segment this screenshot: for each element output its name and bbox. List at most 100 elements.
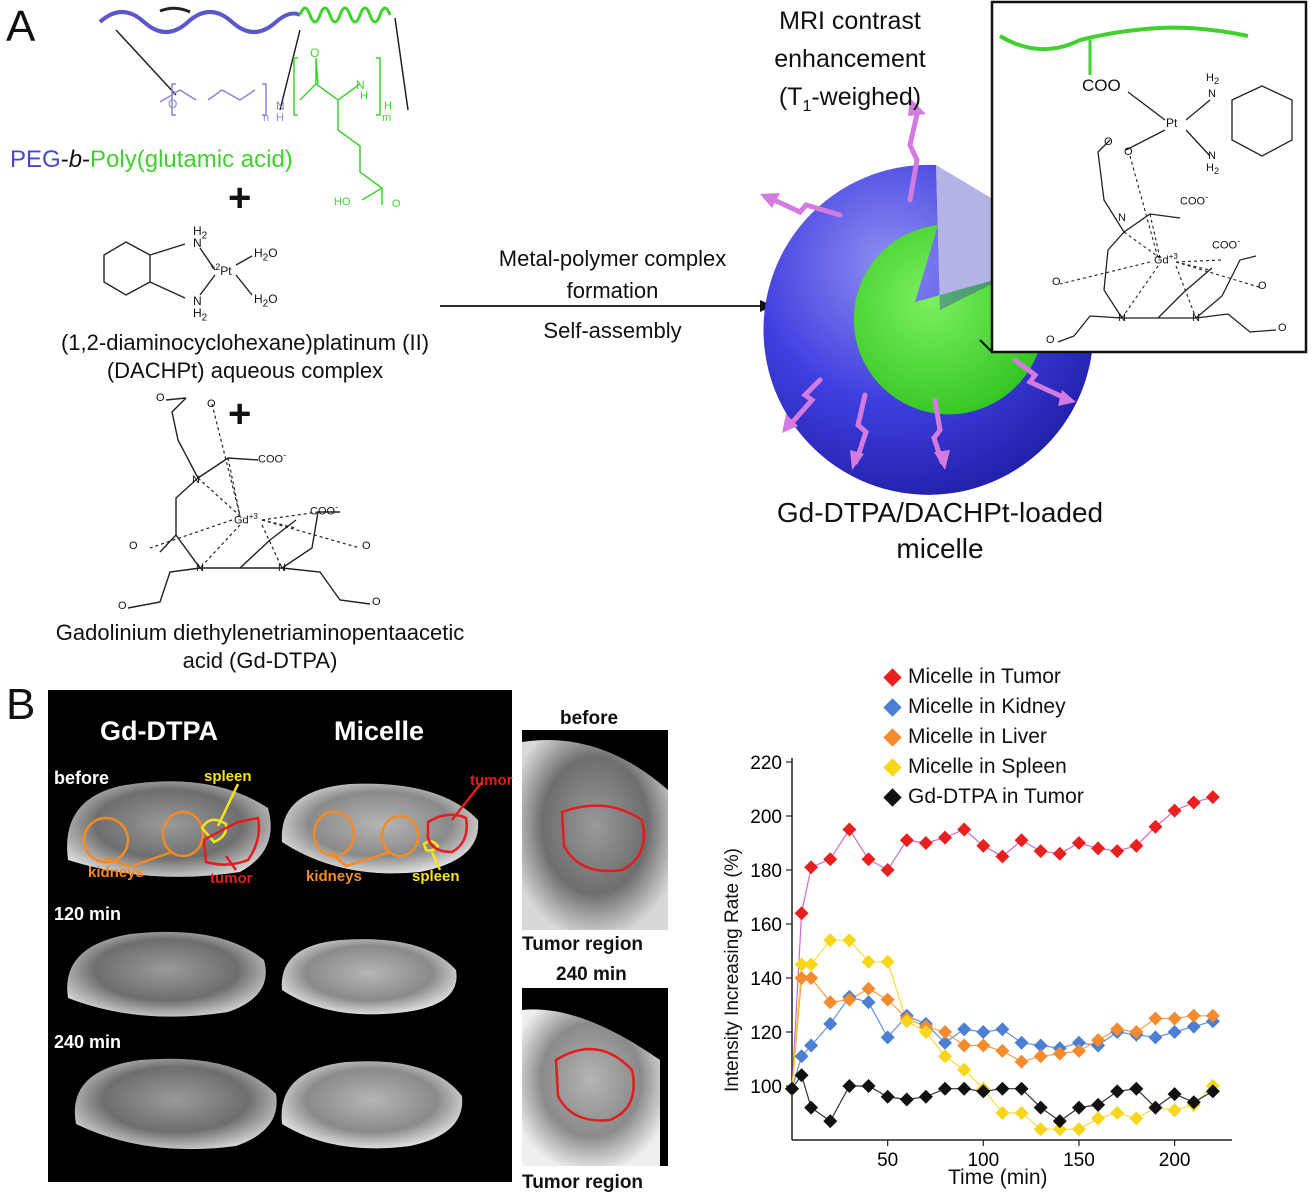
inset-pt: Pt [1166, 116, 1178, 130]
data-point [861, 852, 876, 867]
data-point [804, 1038, 819, 1053]
data-point [1052, 1114, 1067, 1129]
legend-entry: Micelle in Spleen [882, 752, 1067, 782]
water-1: H2O [254, 246, 278, 263]
data-point [995, 849, 1010, 864]
legend-label: Micelle in Liver [908, 725, 1047, 748]
data-point [861, 981, 876, 996]
gd-coo-2-text: COO [310, 505, 336, 518]
data-point [804, 1100, 819, 1115]
data-point [957, 1022, 972, 1037]
inset-h2-bottom-h: H [1206, 162, 1214, 174]
row-120: 120 min [54, 904, 122, 924]
plus-sign-2: + [228, 392, 252, 436]
data-point [785, 1081, 799, 1096]
data-point [1033, 1038, 1048, 1053]
inset-h2-top-sub: 2 [1213, 76, 1220, 87]
tumor-before-title: before [560, 708, 619, 729]
inset-coo-2-charge: - [1205, 192, 1209, 202]
data-point [938, 1049, 953, 1064]
y-tick-label: 180 [750, 861, 782, 882]
data-point [1148, 1030, 1163, 1045]
data-point [1110, 1084, 1125, 1099]
data-point [794, 1049, 809, 1064]
data-point [804, 971, 819, 985]
data-point [1129, 1025, 1144, 1039]
panel-b-letter: B [6, 680, 36, 729]
inset-n-4: N [1192, 312, 1200, 324]
inset-coo-3-text: COO [1212, 239, 1238, 252]
data-point [842, 933, 857, 948]
dachpt-label-1: (1,2-diaminocyclohexane)platinum (II) [60, 330, 430, 355]
data-point [1014, 833, 1029, 848]
data-point [1110, 1106, 1125, 1120]
row-240: 240 min [54, 1032, 122, 1052]
tumor-region-label-2: Tumor region [522, 1172, 644, 1193]
gd-n-3: N [278, 562, 286, 574]
inset-coo-2-text: COO [1180, 195, 1206, 208]
gd-label-2: acid (Gd-DTPA) [182, 648, 338, 673]
data-point [938, 830, 953, 845]
dach-pt: +2Pt [210, 262, 232, 278]
x-tick-label: 100 [967, 1150, 999, 1171]
gd-o-6: O [372, 596, 381, 608]
data-point [861, 995, 876, 1010]
y-tick-label: 140 [750, 969, 782, 990]
data-point [794, 1068, 809, 1083]
y-tick-label: 220 [750, 753, 782, 774]
data-point [1091, 1097, 1106, 1112]
data-point [823, 1016, 838, 1031]
peg-o-label: O [168, 97, 178, 111]
y-tick-label: 100 [750, 1077, 782, 1098]
inset-n-bottom: N [1208, 150, 1216, 162]
x-tick-label: 150 [1063, 1150, 1095, 1171]
dach-h-bottom-h: H [193, 306, 202, 320]
inset-gd: Gd+3 [1154, 252, 1178, 267]
data-point [1148, 1011, 1163, 1026]
inset-coo-3-charge: - [1237, 236, 1241, 246]
peg-sep1: - [60, 146, 69, 173]
data-point [976, 838, 991, 853]
gd-coo-1: COO- [258, 450, 286, 466]
data-point [1033, 1100, 1048, 1115]
gd-label-1: Gadolinium diethylenetriaminopentaacetic [55, 620, 465, 645]
inset-box [990, 0, 1308, 354]
data-point [823, 933, 838, 948]
data-point [861, 954, 876, 969]
legend-entry: Micelle in Tumor [882, 662, 1061, 692]
data-point [957, 822, 972, 837]
y-tick-label: 200 [750, 807, 782, 828]
dach-h-bottom: H2 [193, 306, 207, 323]
data-point [957, 1081, 972, 1096]
peg-h-label: H [276, 112, 284, 124]
inset-gd-symbol: Gd [1154, 254, 1169, 267]
data-point [899, 1092, 914, 1107]
gd-symbol: Gd [234, 514, 249, 527]
inset-gd-charge: +3 [1168, 252, 1178, 261]
data-point [1014, 1081, 1029, 1096]
gd-o-4: O [362, 540, 371, 552]
data-point [842, 1079, 857, 1093]
data-point [1110, 844, 1125, 859]
gd-o-5: O [118, 600, 127, 612]
data-point [880, 992, 895, 1007]
gd-coo-2-charge: - [335, 502, 339, 512]
data-point [1052, 1046, 1067, 1061]
data-point [1129, 838, 1144, 853]
data-point [918, 1025, 933, 1039]
data-point [1110, 1022, 1125, 1037]
inset-coo-3: COO- [1212, 236, 1240, 252]
water-2-sub: 2 [262, 298, 269, 310]
data-point [1167, 1025, 1182, 1039]
peg-chain-wave [98, 10, 301, 34]
data-point [1091, 1033, 1106, 1048]
pt-symbol: Pt [220, 264, 232, 278]
data-point [1052, 1122, 1067, 1137]
x-tick-label: 50 [877, 1150, 898, 1171]
inset-o-6: O [1278, 322, 1287, 334]
data-point [899, 833, 914, 848]
water-1-o: O [268, 246, 278, 260]
dach-n-bottom: N [193, 294, 202, 308]
micelle-label-2: micelle [896, 533, 984, 564]
